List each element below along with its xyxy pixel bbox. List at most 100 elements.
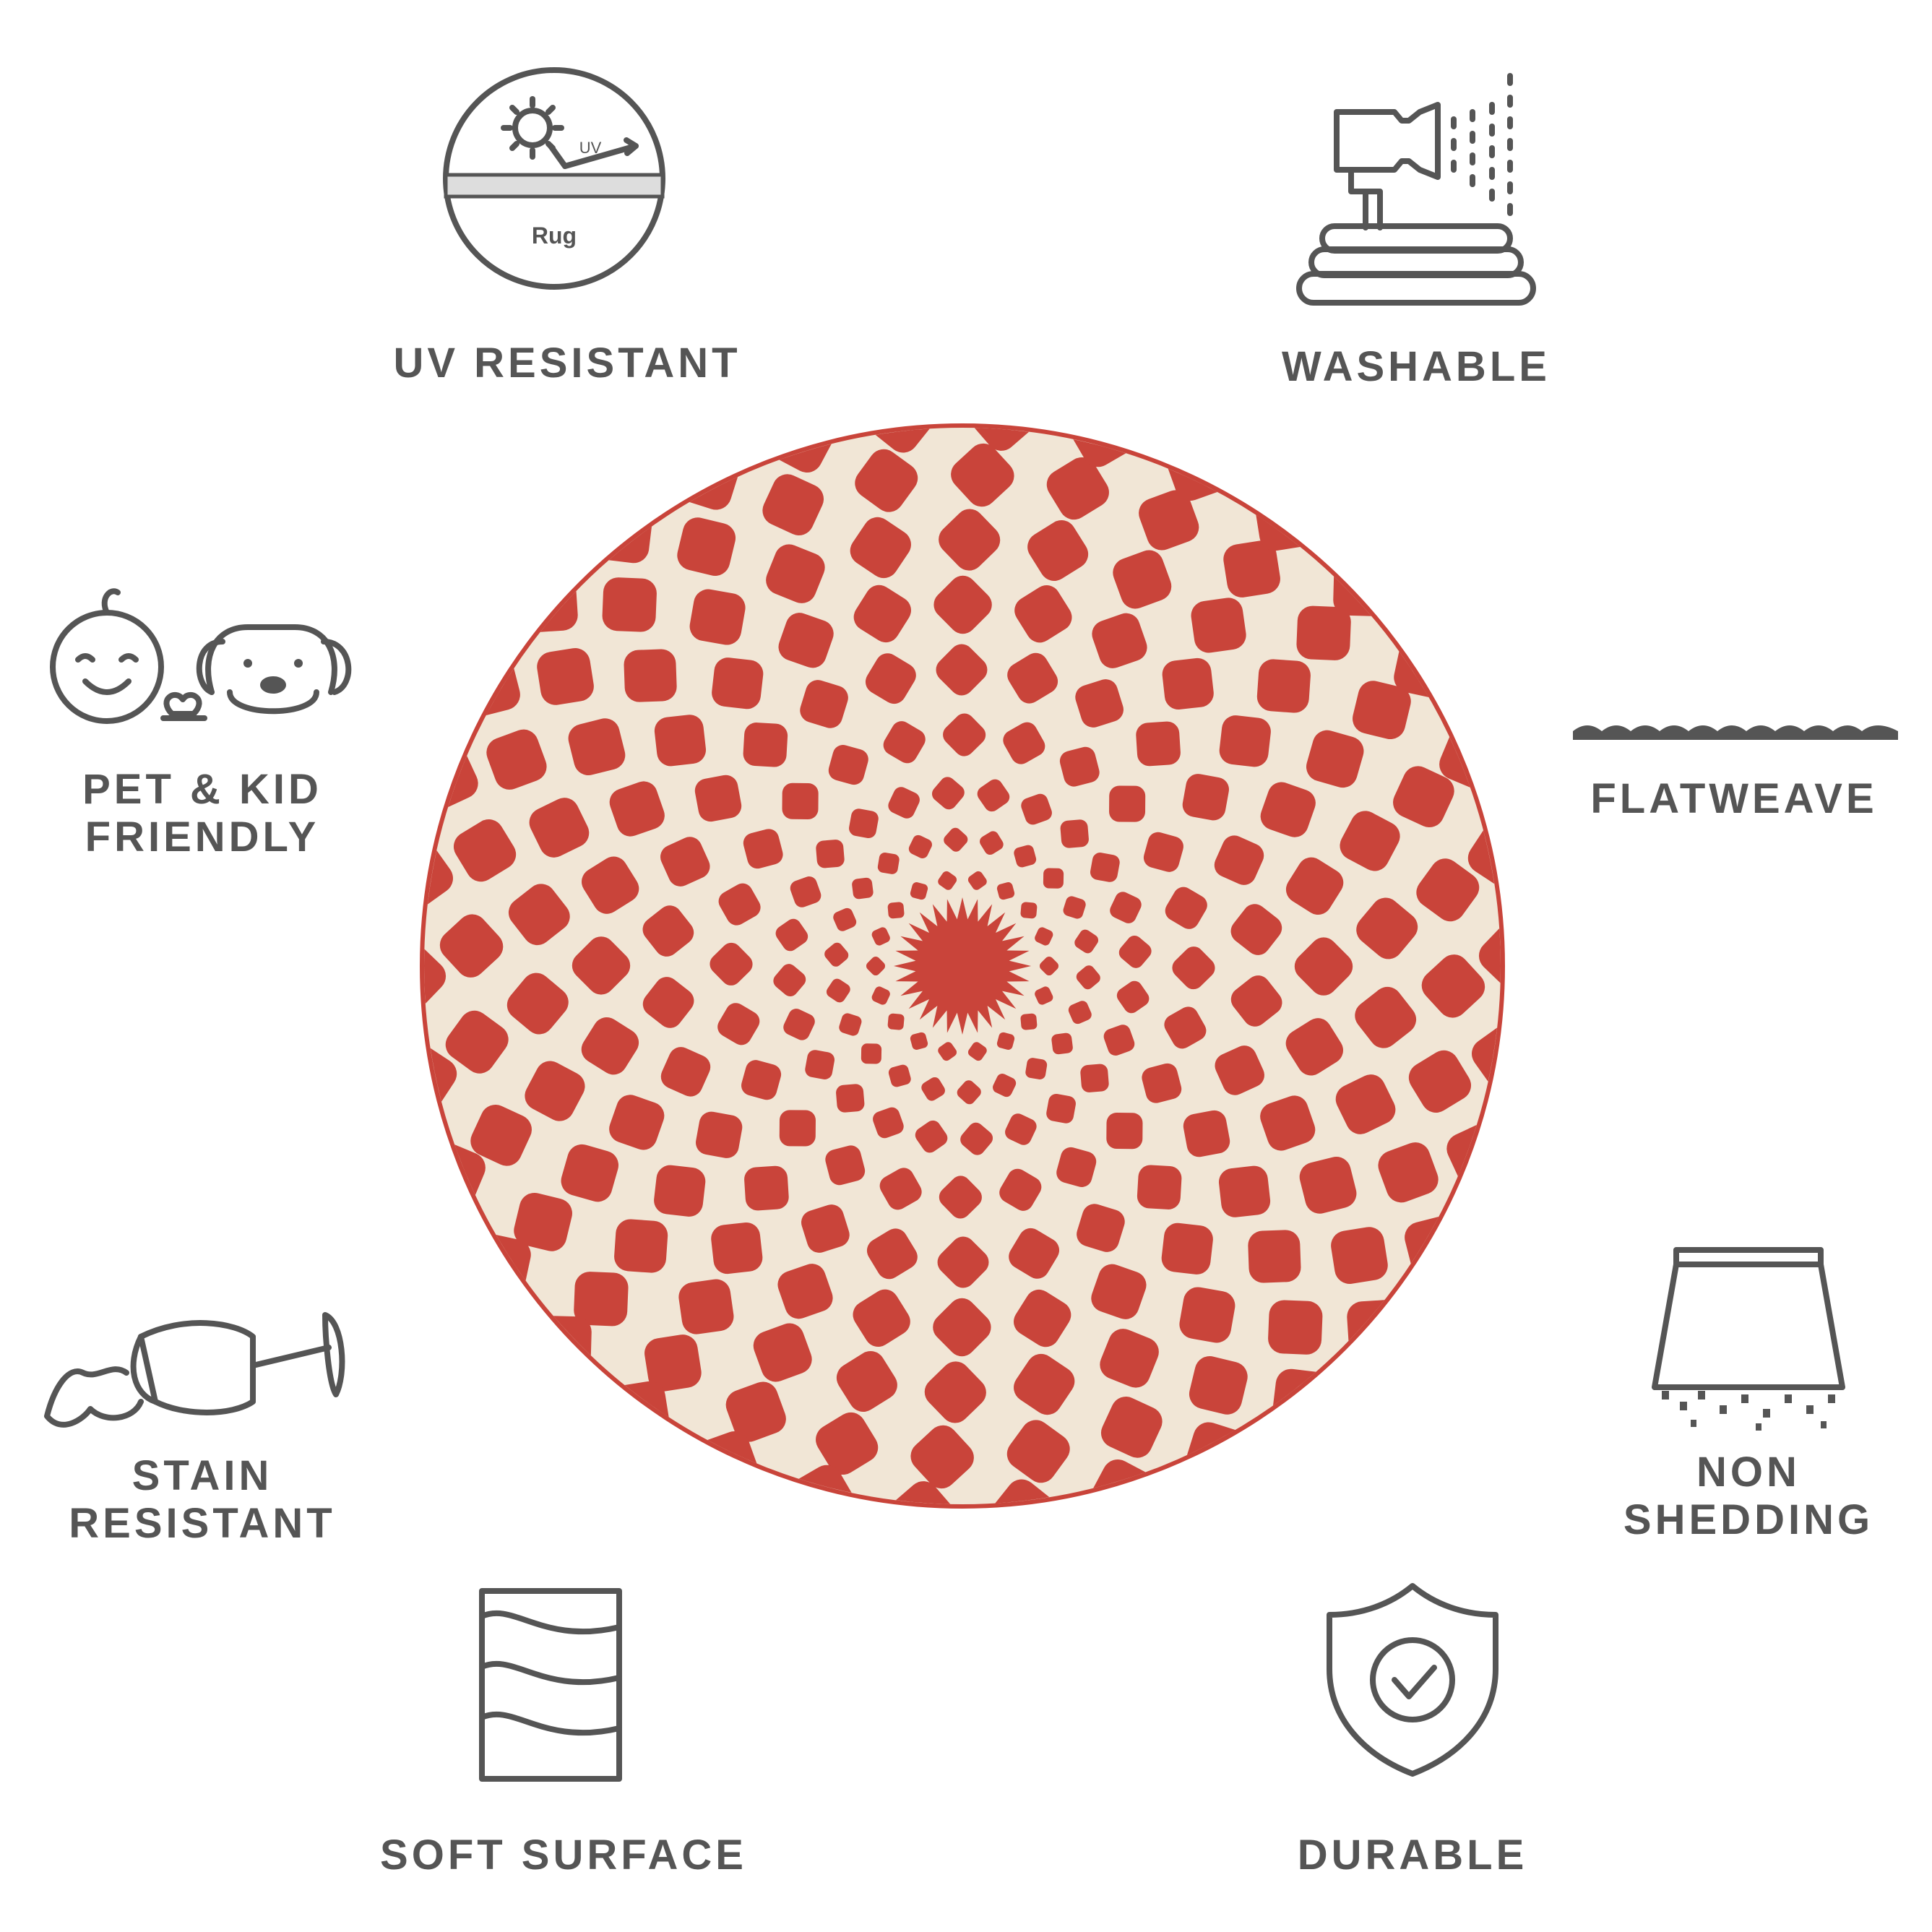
rug-motif	[514, 1192, 572, 1251]
rug-motif	[816, 840, 845, 868]
rug-motif	[826, 978, 850, 1003]
rug-motif	[865, 653, 916, 704]
rug-motif	[1230, 975, 1282, 1027]
rug-motif	[779, 1110, 816, 1147]
rug-motif	[654, 715, 707, 767]
rug-motif	[1006, 1420, 1070, 1483]
rug-motif	[996, 881, 1015, 900]
rug-motif	[1063, 896, 1086, 919]
rug-motif	[944, 827, 968, 852]
rug-motif	[1355, 986, 1417, 1048]
rug-motif	[1092, 613, 1147, 668]
rug-motif	[1060, 819, 1089, 848]
non-shedding-line2: SHEDDING	[1623, 1496, 1874, 1543]
rug-motif	[537, 648, 594, 705]
rug-motif	[718, 883, 761, 926]
rug-motif	[1223, 540, 1280, 598]
rug-motif	[938, 871, 957, 890]
rug-motif	[486, 729, 547, 790]
rug-motif	[1219, 715, 1271, 767]
rug-motif	[777, 1264, 833, 1319]
rug-motif	[852, 877, 874, 900]
rug-motif	[1183, 1110, 1230, 1157]
rug-motif	[660, 837, 710, 887]
rug-motif	[980, 831, 1004, 855]
rug-motif	[967, 1042, 987, 1061]
soft-waves-icon	[479, 1588, 622, 1782]
rug-motif	[609, 781, 665, 837]
rug-motif	[725, 1381, 786, 1442]
sun-uv-rug-icon: Rug UV	[443, 67, 665, 290]
non-shedding-line1: NON	[1696, 1449, 1801, 1496]
rug-motif	[506, 973, 569, 1035]
rug-motif	[1179, 1287, 1235, 1343]
rug-motif	[910, 1032, 928, 1051]
rug-motif	[508, 884, 570, 946]
rug-motif	[743, 723, 788, 767]
spilled-wine-glass-icon	[44, 1312, 345, 1428]
rug-motif	[773, 964, 806, 997]
rug-motif	[572, 936, 631, 995]
icon-rug-text: Rug	[532, 223, 577, 249]
rug-motif	[877, 853, 900, 874]
rug-motif	[602, 577, 657, 632]
rug-motif	[1214, 835, 1264, 885]
rug-motif	[642, 977, 694, 1028]
rug-motif	[1255, 492, 1314, 551]
flatweave-text: FLATWEAVE	[1590, 775, 1878, 822]
rug-motif	[937, 1236, 989, 1288]
rug-motif	[1074, 929, 1099, 954]
rug-motif	[991, 1479, 1056, 1504]
rug-motif	[1143, 832, 1183, 872]
rug-motif	[1103, 1025, 1135, 1056]
rug-motif	[1139, 490, 1199, 551]
rug-motif	[1100, 1397, 1163, 1458]
rug-motif	[1142, 1063, 1182, 1103]
rug-motif	[1056, 1147, 1097, 1187]
rug-motif	[805, 1050, 835, 1079]
washable-text: WASHABLE	[1282, 343, 1551, 390]
uv-resistant-text: UV RESISTANT	[393, 340, 741, 387]
rug-motif	[1118, 935, 1152, 968]
rug-motif	[1077, 1204, 1125, 1252]
rug-motif	[1378, 1142, 1439, 1203]
rug-motif	[1035, 986, 1053, 1005]
rug-motif	[1285, 1018, 1343, 1076]
rug-motif	[977, 779, 1010, 812]
rug-motif	[1136, 721, 1181, 767]
rug-motif	[783, 1009, 815, 1040]
rug-motif	[782, 782, 819, 819]
rug-motif	[889, 1481, 955, 1504]
rug-motif	[594, 505, 652, 564]
rug-motif	[801, 1204, 850, 1253]
rug-motif	[967, 871, 987, 890]
rug-motif	[1260, 782, 1316, 837]
rug-motif	[1014, 585, 1072, 643]
rug-motif	[1091, 1264, 1147, 1319]
rug-motif	[836, 1084, 865, 1113]
rug-motif	[521, 575, 578, 632]
rug-motif	[1076, 965, 1100, 990]
rug-motif	[470, 1104, 532, 1166]
rug-motif	[1059, 746, 1100, 787]
rug-motif	[939, 1176, 982, 1219]
rug-motif	[933, 575, 992, 634]
rug-motif	[1025, 1058, 1048, 1079]
pet-kid-line2: FRIENDLY	[85, 814, 320, 861]
rug-motif	[1039, 956, 1059, 976]
rug-motif	[1285, 857, 1344, 915]
soft-surface-text: SOFT SURFACE	[380, 1832, 747, 1879]
baby-and-dog-icon	[50, 588, 352, 724]
rug-motif	[871, 986, 890, 1005]
rug-motif	[996, 1032, 1015, 1051]
rug-motif	[1137, 1165, 1182, 1209]
rug-motif	[1043, 868, 1064, 889]
rug-motif	[800, 680, 848, 728]
rug-motif	[1472, 1024, 1501, 1089]
rug-motif	[766, 544, 825, 603]
rug-motif	[915, 1120, 948, 1153]
rug-motif	[816, 1412, 879, 1475]
soft-surface-label: SOFT SURFACE	[376, 1832, 751, 1879]
rug-motif	[873, 1107, 904, 1139]
rug-motif	[1191, 598, 1246, 653]
